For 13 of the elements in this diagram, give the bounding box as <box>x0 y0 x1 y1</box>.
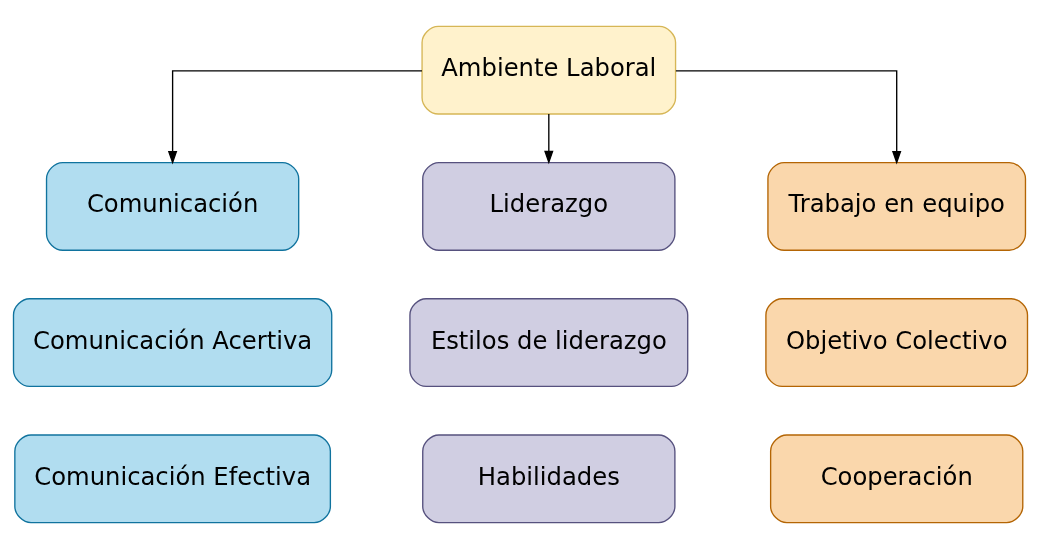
node-box: Comunicación <box>45 161 300 251</box>
node-box: Estilos de liderazgo <box>409 298 689 388</box>
node-box: Ambiente Laboral <box>421 25 677 115</box>
node-box: Cooperación <box>769 434 1024 524</box>
node-box: Habilidades <box>422 434 676 524</box>
arrow <box>167 70 423 165</box>
node-box: Liderazgo <box>422 161 676 251</box>
node-box: Trabajo en equipo <box>767 161 1027 251</box>
arrow <box>544 113 554 165</box>
node-box: Comunicación Efectiva <box>14 434 332 524</box>
arrow <box>675 70 902 165</box>
node-box: Comunicación Acertiva <box>12 298 333 388</box>
node-box: Objetivo Colectivo <box>765 298 1029 388</box>
